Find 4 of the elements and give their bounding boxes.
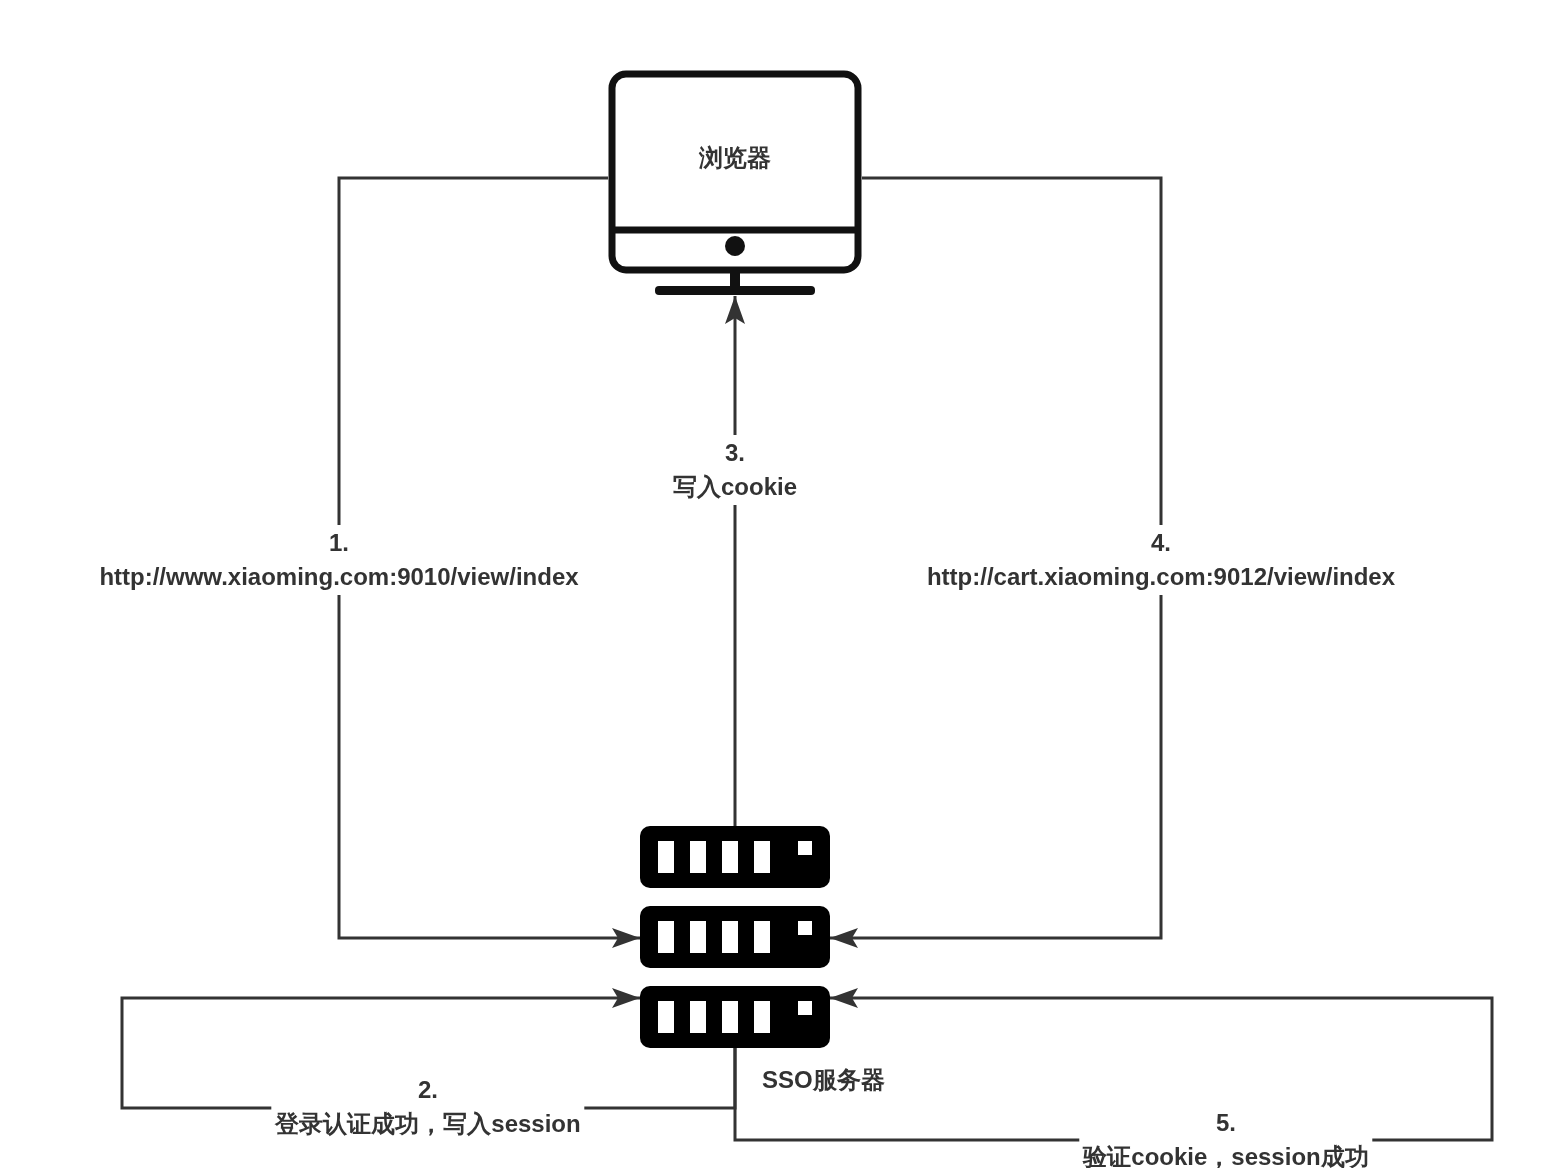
node-label: 浏览器 xyxy=(698,143,772,173)
arrow xyxy=(337,176,640,948)
node-caption: SSO服务器 xyxy=(762,1065,885,1095)
arrow xyxy=(830,176,1163,948)
